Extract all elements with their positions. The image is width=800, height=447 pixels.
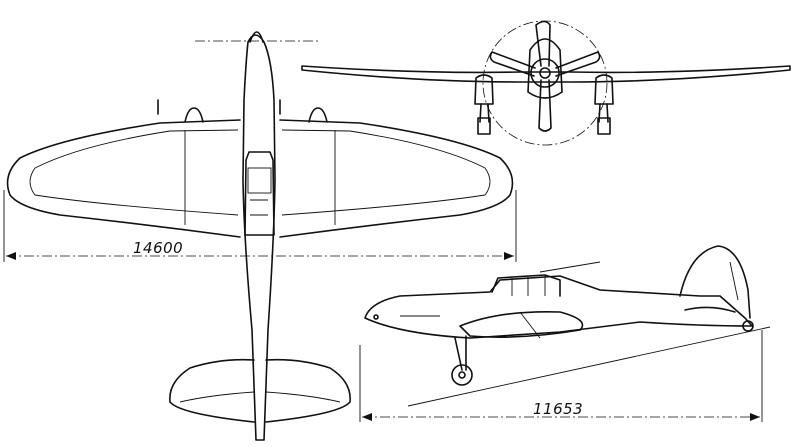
front-view	[301, 20, 791, 146]
top-view	[6, 31, 514, 441]
top-view-wing	[6, 119, 514, 238]
top-view-tailplane	[169, 358, 351, 423]
tail-wheel	[742, 320, 754, 332]
wingspan-label: 14600	[133, 239, 183, 257]
side-view-tail	[679, 245, 751, 319]
length-dimension: 11653	[359, 330, 763, 422]
top-view-fuselage	[242, 34, 276, 441]
side-view	[364, 245, 771, 407]
length-label: 11653	[533, 400, 583, 418]
side-view-fuselage	[364, 275, 753, 339]
front-view-wing	[301, 65, 791, 83]
wingspan-dimension: 14600	[3, 190, 517, 262]
main-wheel	[451, 364, 473, 386]
